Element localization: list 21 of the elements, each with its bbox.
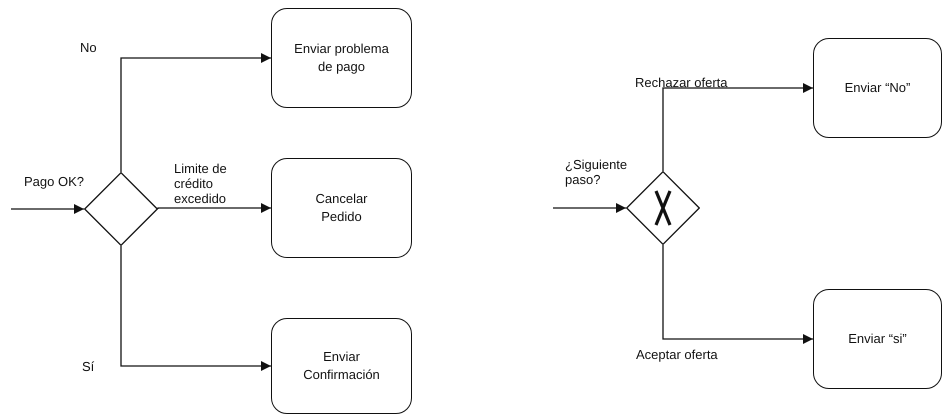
decision-label: Pago OK? — [24, 174, 85, 189]
decision-label: ¿Siguiente paso? — [565, 157, 628, 187]
process-box: Cancelar Pedido — [271, 158, 412, 258]
process-box: Enviar “si” — [813, 289, 942, 389]
edge-label: Limite de crédito excedido — [174, 161, 228, 206]
edge-label: Rechazar oferta — [635, 75, 728, 90]
arrow — [11, 204, 84, 214]
arrow — [120, 246, 271, 371]
arrow — [553, 203, 626, 213]
arrow — [157, 203, 271, 213]
decision-diamond — [626, 171, 700, 245]
decision-diamond — [84, 172, 158, 246]
process-box: Enviar Confirmación — [271, 318, 412, 414]
arrow — [662, 245, 813, 344]
edge-label: No — [80, 40, 97, 55]
edge-label: Sí — [82, 359, 94, 374]
process-box: Enviar “No” — [813, 38, 942, 138]
arrow — [120, 53, 271, 172]
process-box: Enviar problema de pago — [271, 8, 412, 108]
edge-label: Aceptar oferta — [636, 347, 718, 362]
arrow — [662, 83, 813, 171]
